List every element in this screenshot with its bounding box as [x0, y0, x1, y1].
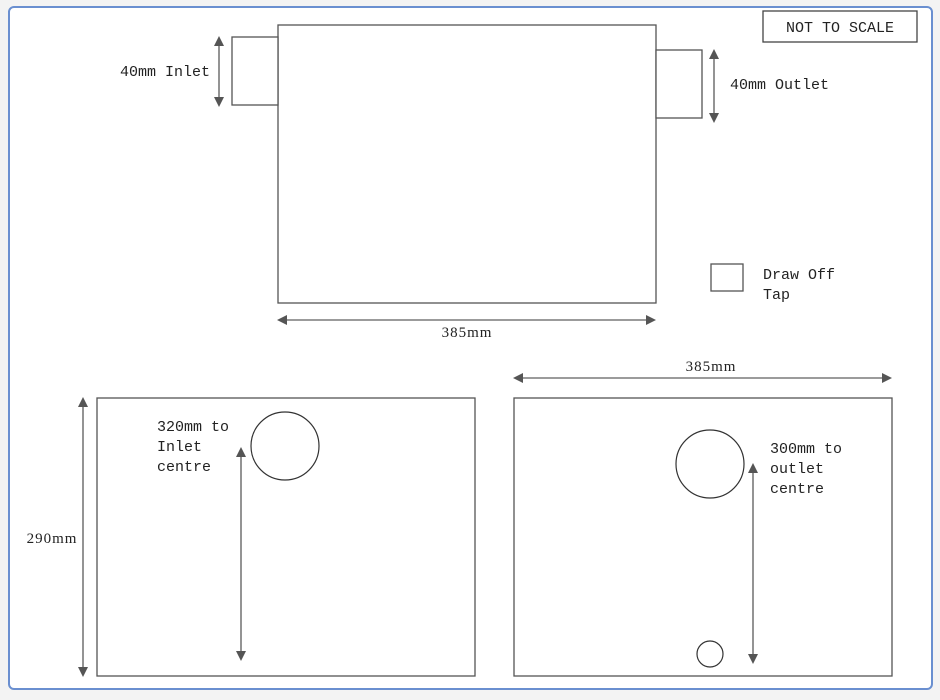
- height-dimension-arrow: [78, 397, 88, 677]
- inlet-dimension-arrow: [214, 36, 224, 107]
- outlet-end-view: 385mm 300mm to outlet centre: [513, 359, 893, 677]
- height-label: 290mm: [27, 531, 78, 547]
- draw-off-tap-hole: [696, 640, 724, 668]
- outlet-dimension-arrow: [709, 49, 719, 123]
- outlet-pipe: [655, 49, 703, 119]
- top-width-dimension-arrow: [277, 315, 656, 325]
- inlet-centre-label-line3: centre: [157, 459, 211, 476]
- inlet-end-view: 290mm 320mm to Inlet centre: [27, 397, 476, 677]
- legend-draw-off-tap: Draw Off Tap: [710, 263, 835, 304]
- draw-off-tap-symbol: [710, 263, 744, 292]
- outlet-width-label: 385mm: [686, 359, 737, 375]
- top-width-label: 385mm: [442, 325, 493, 341]
- tank-body-top-view: [277, 24, 657, 304]
- top-view: 40mm Inlet 40mm Outlet 385mm: [120, 24, 829, 341]
- not-to-scale-text: NOT TO SCALE: [786, 20, 894, 37]
- inlet-hole: [250, 411, 320, 481]
- inlet-centre-label-line1: 320mm to: [157, 419, 229, 436]
- draw-off-tap-label-line1: Draw Off: [763, 267, 835, 284]
- outlet-width-dimension-arrow: [513, 373, 892, 383]
- outlet-size-label: 40mm Outlet: [730, 77, 829, 94]
- inlet-pipe: [231, 36, 279, 106]
- inlet-centre-label-line2: Inlet: [157, 439, 202, 456]
- inlet-centre-dimension-arrow: [236, 447, 246, 661]
- outlet-centre-dimension-arrow: [748, 463, 758, 664]
- draw-off-tap-label-line2: Tap: [763, 287, 790, 304]
- not-to-scale-badge: NOT TO SCALE: [762, 10, 918, 43]
- inlet-size-label: 40mm Inlet: [120, 64, 210, 81]
- outlet-hole: [675, 429, 745, 499]
- outlet-centre-label-line1: 300mm to: [770, 441, 842, 458]
- outlet-centre-label-line2: outlet: [770, 461, 824, 478]
- outlet-centre-label-line3: centre: [770, 481, 824, 498]
